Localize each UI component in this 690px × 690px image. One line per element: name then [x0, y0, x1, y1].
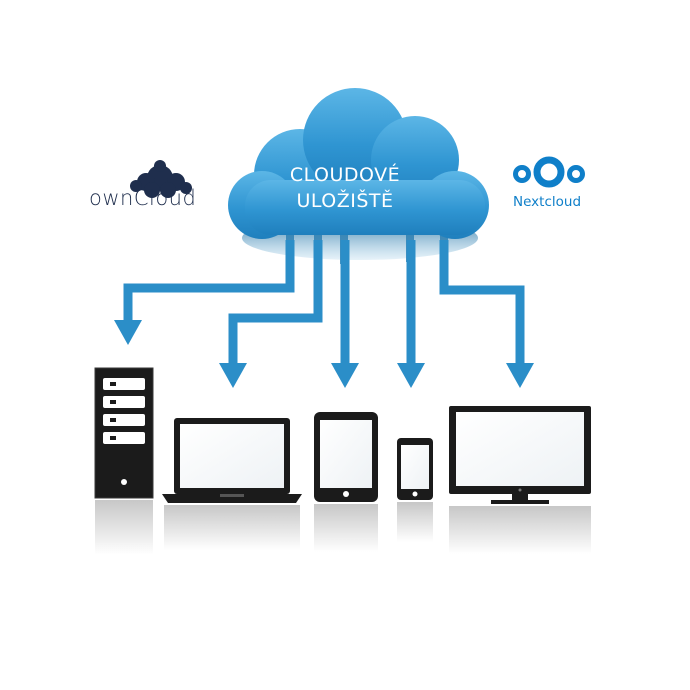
nextcloud-logo-text: Nextcloud [513, 194, 582, 210]
server-tower [94, 367, 154, 499]
laptop-reflection [164, 505, 300, 550]
arrow-to-monitor [439, 240, 525, 365]
cloud-title-line1: CLOUDOVÉ [289, 164, 401, 186]
arrowhead-phone [397, 363, 425, 388]
arrowhead-laptop [219, 363, 247, 388]
cloud-shape [228, 88, 489, 239]
cloud-title-line2: ULOŽIŠTĚ [296, 190, 394, 212]
arrowhead-tablet [331, 363, 359, 388]
monitor-reflection [449, 506, 591, 554]
arrow-to-laptop [228, 240, 323, 365]
smartphone [397, 438, 433, 500]
arrowhead-server [114, 320, 142, 345]
tablet-reflection [314, 504, 378, 552]
server-reflection [95, 500, 153, 555]
owncloud-logo-text: ownCloud [89, 186, 197, 210]
arrow-to-server [123, 240, 295, 322]
cloud-title: CLOUDOVÉ ULOŽIŠTĚ [250, 162, 440, 214]
arrowhead-monitor [506, 363, 534, 388]
tablet [314, 412, 378, 502]
nextcloud-logo-icon [513, 156, 585, 188]
smartphone-reflection [397, 502, 433, 542]
owncloud-logo-icon [130, 160, 192, 198]
laptop [162, 418, 302, 503]
monitor [449, 406, 591, 504]
